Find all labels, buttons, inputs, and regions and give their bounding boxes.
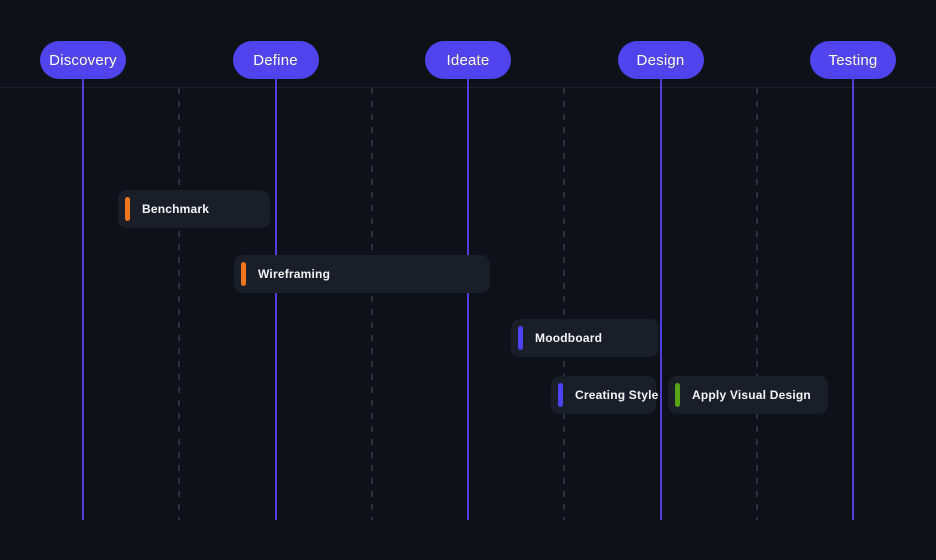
phase-gridline [659,79,662,520]
task-card-benchmark[interactable]: Benchmark [118,190,270,228]
task-label: Benchmark [142,202,210,216]
phase-label: Testing [828,51,878,69]
task-label: Apply Visual Design [692,388,811,402]
phase-label: Discovery [49,51,117,69]
task-accent-bar [558,383,563,407]
phase-label: Design [636,51,685,69]
task-accent-bar [125,197,130,221]
task-label: Wireframing [258,267,331,281]
task-card-apply-visual-design[interactable]: Apply Visual Design [668,376,828,414]
phase-label: Ideate [446,51,490,69]
task-label: Creating Style [575,388,659,402]
task-label: Moodboard [535,331,603,345]
midpoint-dashed-gridline [755,88,758,520]
task-card-moodboard[interactable]: Moodboard [511,319,659,357]
midpoint-dashed-gridline [370,88,373,520]
task-card-creating-style[interactable]: Creating Style [551,376,659,414]
phase-pill-testing[interactable]: Testing [810,41,896,79]
task-accent-bar [675,383,680,407]
task-card-wireframing[interactable]: Wireframing [234,255,490,293]
task-accent-bar [241,262,246,286]
phase-pill-discovery[interactable]: Discovery [40,41,126,79]
midpoint-dashed-gridline [563,88,566,520]
phase-gridline [82,79,84,520]
phase-pill-define[interactable]: Define [232,41,319,79]
phase-gridline [274,79,277,520]
phase-pill-ideate[interactable]: Ideate [425,41,511,79]
phase-pill-design[interactable]: Design [617,41,704,79]
midpoint-dashed-gridline [178,88,181,520]
phase-gridline [467,79,469,520]
phase-gridline [852,79,854,520]
phase-label: Define [253,51,298,69]
task-accent-bar [518,326,523,350]
